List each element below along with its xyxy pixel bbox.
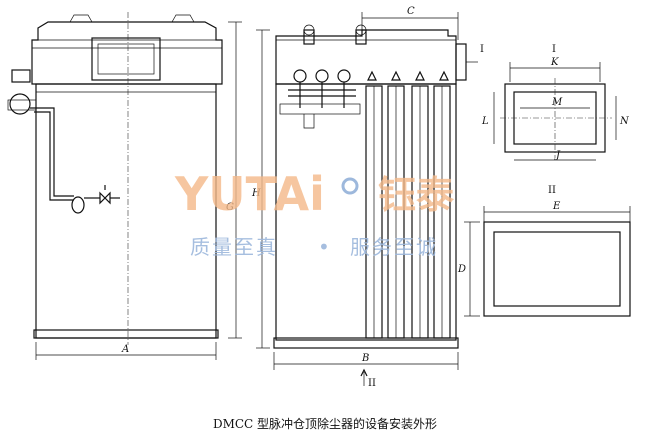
dim-label-K: K [550, 57, 559, 68]
watermark-slogan-right: 服务至诚 [350, 235, 438, 259]
section-mark-II-top: II [548, 185, 556, 196]
pulse-valve [11, 69, 31, 83]
dust-chamber-body [275, 83, 457, 341]
dim-label-J: J [554, 150, 561, 161]
watermark-brand-han: 钰泰 [378, 173, 455, 217]
dim-label-G: G [226, 202, 234, 213]
outlet-flange-view: I K M L N J [481, 44, 630, 161]
filter-bags [365, 70, 451, 339]
dim-label-D: D [457, 264, 466, 275]
base-flange [33, 329, 219, 339]
section-mark-II-bottom: II [368, 378, 376, 389]
side-section-view: C I [251, 6, 484, 389]
base-flange-view: II E D [457, 185, 631, 317]
watermark-separator: • [318, 235, 332, 259]
section-mark-I-top: I [552, 44, 556, 55]
air-header-pipe [9, 93, 31, 115]
air-outlet [455, 43, 467, 81]
figure-caption: DMCC 型脉冲仓顶除尘器的设备安装外形 [213, 416, 437, 431]
watermark-slogan-left: 质量至真 [190, 235, 278, 259]
dim-label-E: E [552, 201, 561, 212]
inspection-door [91, 37, 161, 81]
dim-label-M: M [551, 97, 563, 108]
section-mark-I-side: I [480, 44, 484, 55]
ball-valve [99, 191, 111, 205]
blow-pipes [288, 69, 356, 108]
dim-label-C: C [407, 6, 415, 17]
watermark-logo-icon [341, 177, 359, 195]
watermark-brand-latin: YUTAi [174, 167, 325, 221]
watermark: YUTAi 钰泰 质量至真 • 服务至诚 [174, 167, 455, 259]
dim-label-B: B [361, 353, 369, 364]
water-separator [71, 196, 85, 214]
dim-label-H: H [251, 188, 261, 199]
top-cover [31, 21, 223, 85]
dim-label-N: N [619, 116, 630, 127]
dim-label-A: A [121, 344, 129, 355]
front-view: A G [7, 12, 242, 360]
dim-label-L: L [481, 116, 489, 127]
